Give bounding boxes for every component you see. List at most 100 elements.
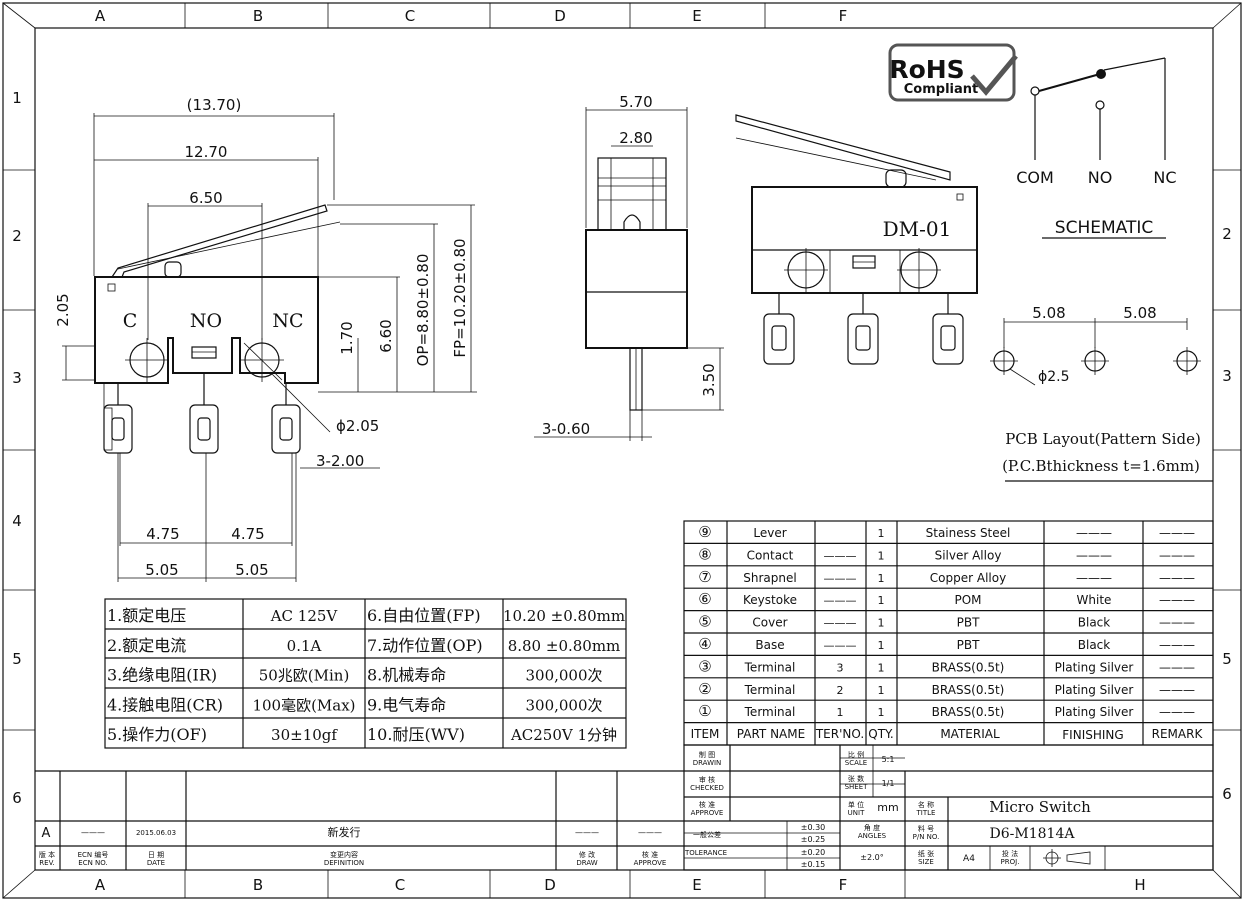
schematic-diagram: COM NO NC SCHEMATIC <box>1016 57 1177 239</box>
row-label-5: 5 <box>12 650 22 668</box>
bom-part-name: Terminal <box>744 683 796 697</box>
tb-tol-cn: 一般公差 <box>693 830 721 839</box>
bom-material: POM <box>954 593 981 607</box>
bom-head-ter: TER'NO. <box>815 727 864 741</box>
bom-remark: ——— <box>1159 548 1195 562</box>
schematic-com: COM <box>1016 168 1054 187</box>
bom-terminal-no: ——— <box>824 572 857 585</box>
dim-pin: 3-2.00 <box>316 452 364 470</box>
tb-unit: mm <box>877 801 898 814</box>
bom-material: PBT <box>957 616 980 630</box>
bom-material: BRASS(0.5t) <box>932 705 1005 719</box>
col-label-top-e: E <box>692 7 701 25</box>
bom-material: Stainess Steel <box>926 526 1011 540</box>
bom-terminal-no: 3 <box>837 661 844 674</box>
bom-terminal-no: 2 <box>837 684 844 697</box>
tb-name: Micro Switch <box>989 798 1091 816</box>
dim-center: 6.50 <box>189 189 222 207</box>
bom-head-qty: QTY. <box>868 727 894 741</box>
spec-value: 300,000次 <box>525 667 602 685</box>
tb-tol-4: ±0.15 <box>801 860 826 869</box>
bom-remark: ——— <box>1159 616 1195 630</box>
tb-tol-en: TOLERANCE <box>684 849 727 857</box>
front-view: C NO NC (13.70) 12.70 6.50 <box>54 96 477 582</box>
schematic-no: NO <box>1088 168 1113 187</box>
bom-remark: ——— <box>1159 683 1195 697</box>
bom-item-number: ① <box>698 702 711 720</box>
spec-value: 100毫欧(Max) <box>252 696 355 714</box>
bom-remark: ——— <box>1159 705 1195 719</box>
spec-key: 7.动作位置(OP) <box>367 636 483 655</box>
bom-material: BRASS(0.5t) <box>932 660 1005 674</box>
bom-remark: ——— <box>1159 526 1195 540</box>
tb-tol-1: ±0.30 <box>801 823 826 832</box>
rev-definition: 新发行 <box>328 825 361 839</box>
dim-side-pin: 3-0.60 <box>542 420 590 438</box>
bom-qty: 1 <box>878 684 885 697</box>
col-label-bottom-c: C <box>395 876 405 894</box>
bom-item-number: ⑨ <box>698 523 711 541</box>
row-label-3: 3 <box>12 369 22 387</box>
row-label-2: 2 <box>12 227 22 245</box>
tb-tol-3: ±0.20 <box>801 848 826 857</box>
dim-side-350: 3.50 <box>700 363 718 396</box>
bom-material: PBT <box>957 638 980 652</box>
pcb-dim-1: 5.08 <box>1032 304 1065 322</box>
bom-item-number: ② <box>698 680 711 698</box>
spec-value: 300,000次 <box>525 696 602 714</box>
bom-item-number: ⑧ <box>698 545 711 563</box>
bom-finishing: ——— <box>1076 526 1112 540</box>
spec-value: 8.80 ±0.80mm <box>508 637 621 655</box>
iso-model-label: DM-01 <box>883 217 952 241</box>
bom-head-remark: REMARK <box>1152 727 1204 741</box>
bom-material: BRASS(0.5t) <box>932 683 1005 697</box>
col-label-bottom-e: E <box>692 876 701 894</box>
bom-remark: ——— <box>1159 638 1195 652</box>
pcb-title-1: PCB Layout(Pattern Side) <box>1005 430 1201 448</box>
bom-part-name: Shrapnel <box>743 571 796 585</box>
pcb-dim-2: 5.08 <box>1123 304 1156 322</box>
col-label-bottom-a: A <box>95 876 106 894</box>
dim-h205: 2.05 <box>54 293 72 326</box>
spec-key: 3.绝缘电阻(IR) <box>107 666 217 685</box>
bom-part-name: Keystoke <box>743 593 797 607</box>
bom-part-name: Base <box>755 638 784 652</box>
bom-item-number: ③ <box>698 657 711 675</box>
dim-pitch-475b: 4.75 <box>231 525 264 543</box>
dim-pitch-475a: 4.75 <box>146 525 179 543</box>
dim-fp: FP=10.20±0.80 <box>451 238 469 357</box>
row-label-right-5: 5 <box>1222 650 1232 668</box>
dim-pitch-505b: 5.05 <box>235 561 268 579</box>
bom-material: Silver Alloy <box>935 548 1002 562</box>
spec-value: 50兆欧(Min) <box>259 667 350 685</box>
row-label-4: 4 <box>12 512 22 530</box>
rohs-logo: RoHS Compliant <box>888 43 1018 102</box>
bom-terminal-no: ——— <box>824 549 857 562</box>
row-label-6: 6 <box>12 789 22 807</box>
tb-scale: 5:1 <box>882 755 895 764</box>
dim-op: OP=8.80±0.80 <box>414 254 432 367</box>
spec-value: 30±10gf <box>271 726 338 744</box>
tb-tol-2: ±0.25 <box>801 835 826 844</box>
tb-part-number: D6-M1814A <box>990 826 1076 842</box>
bom-material: Copper Alloy <box>930 571 1006 585</box>
bom-finishing: Plating Silver <box>1055 705 1134 719</box>
bom-item-number: ⑤ <box>698 613 711 631</box>
